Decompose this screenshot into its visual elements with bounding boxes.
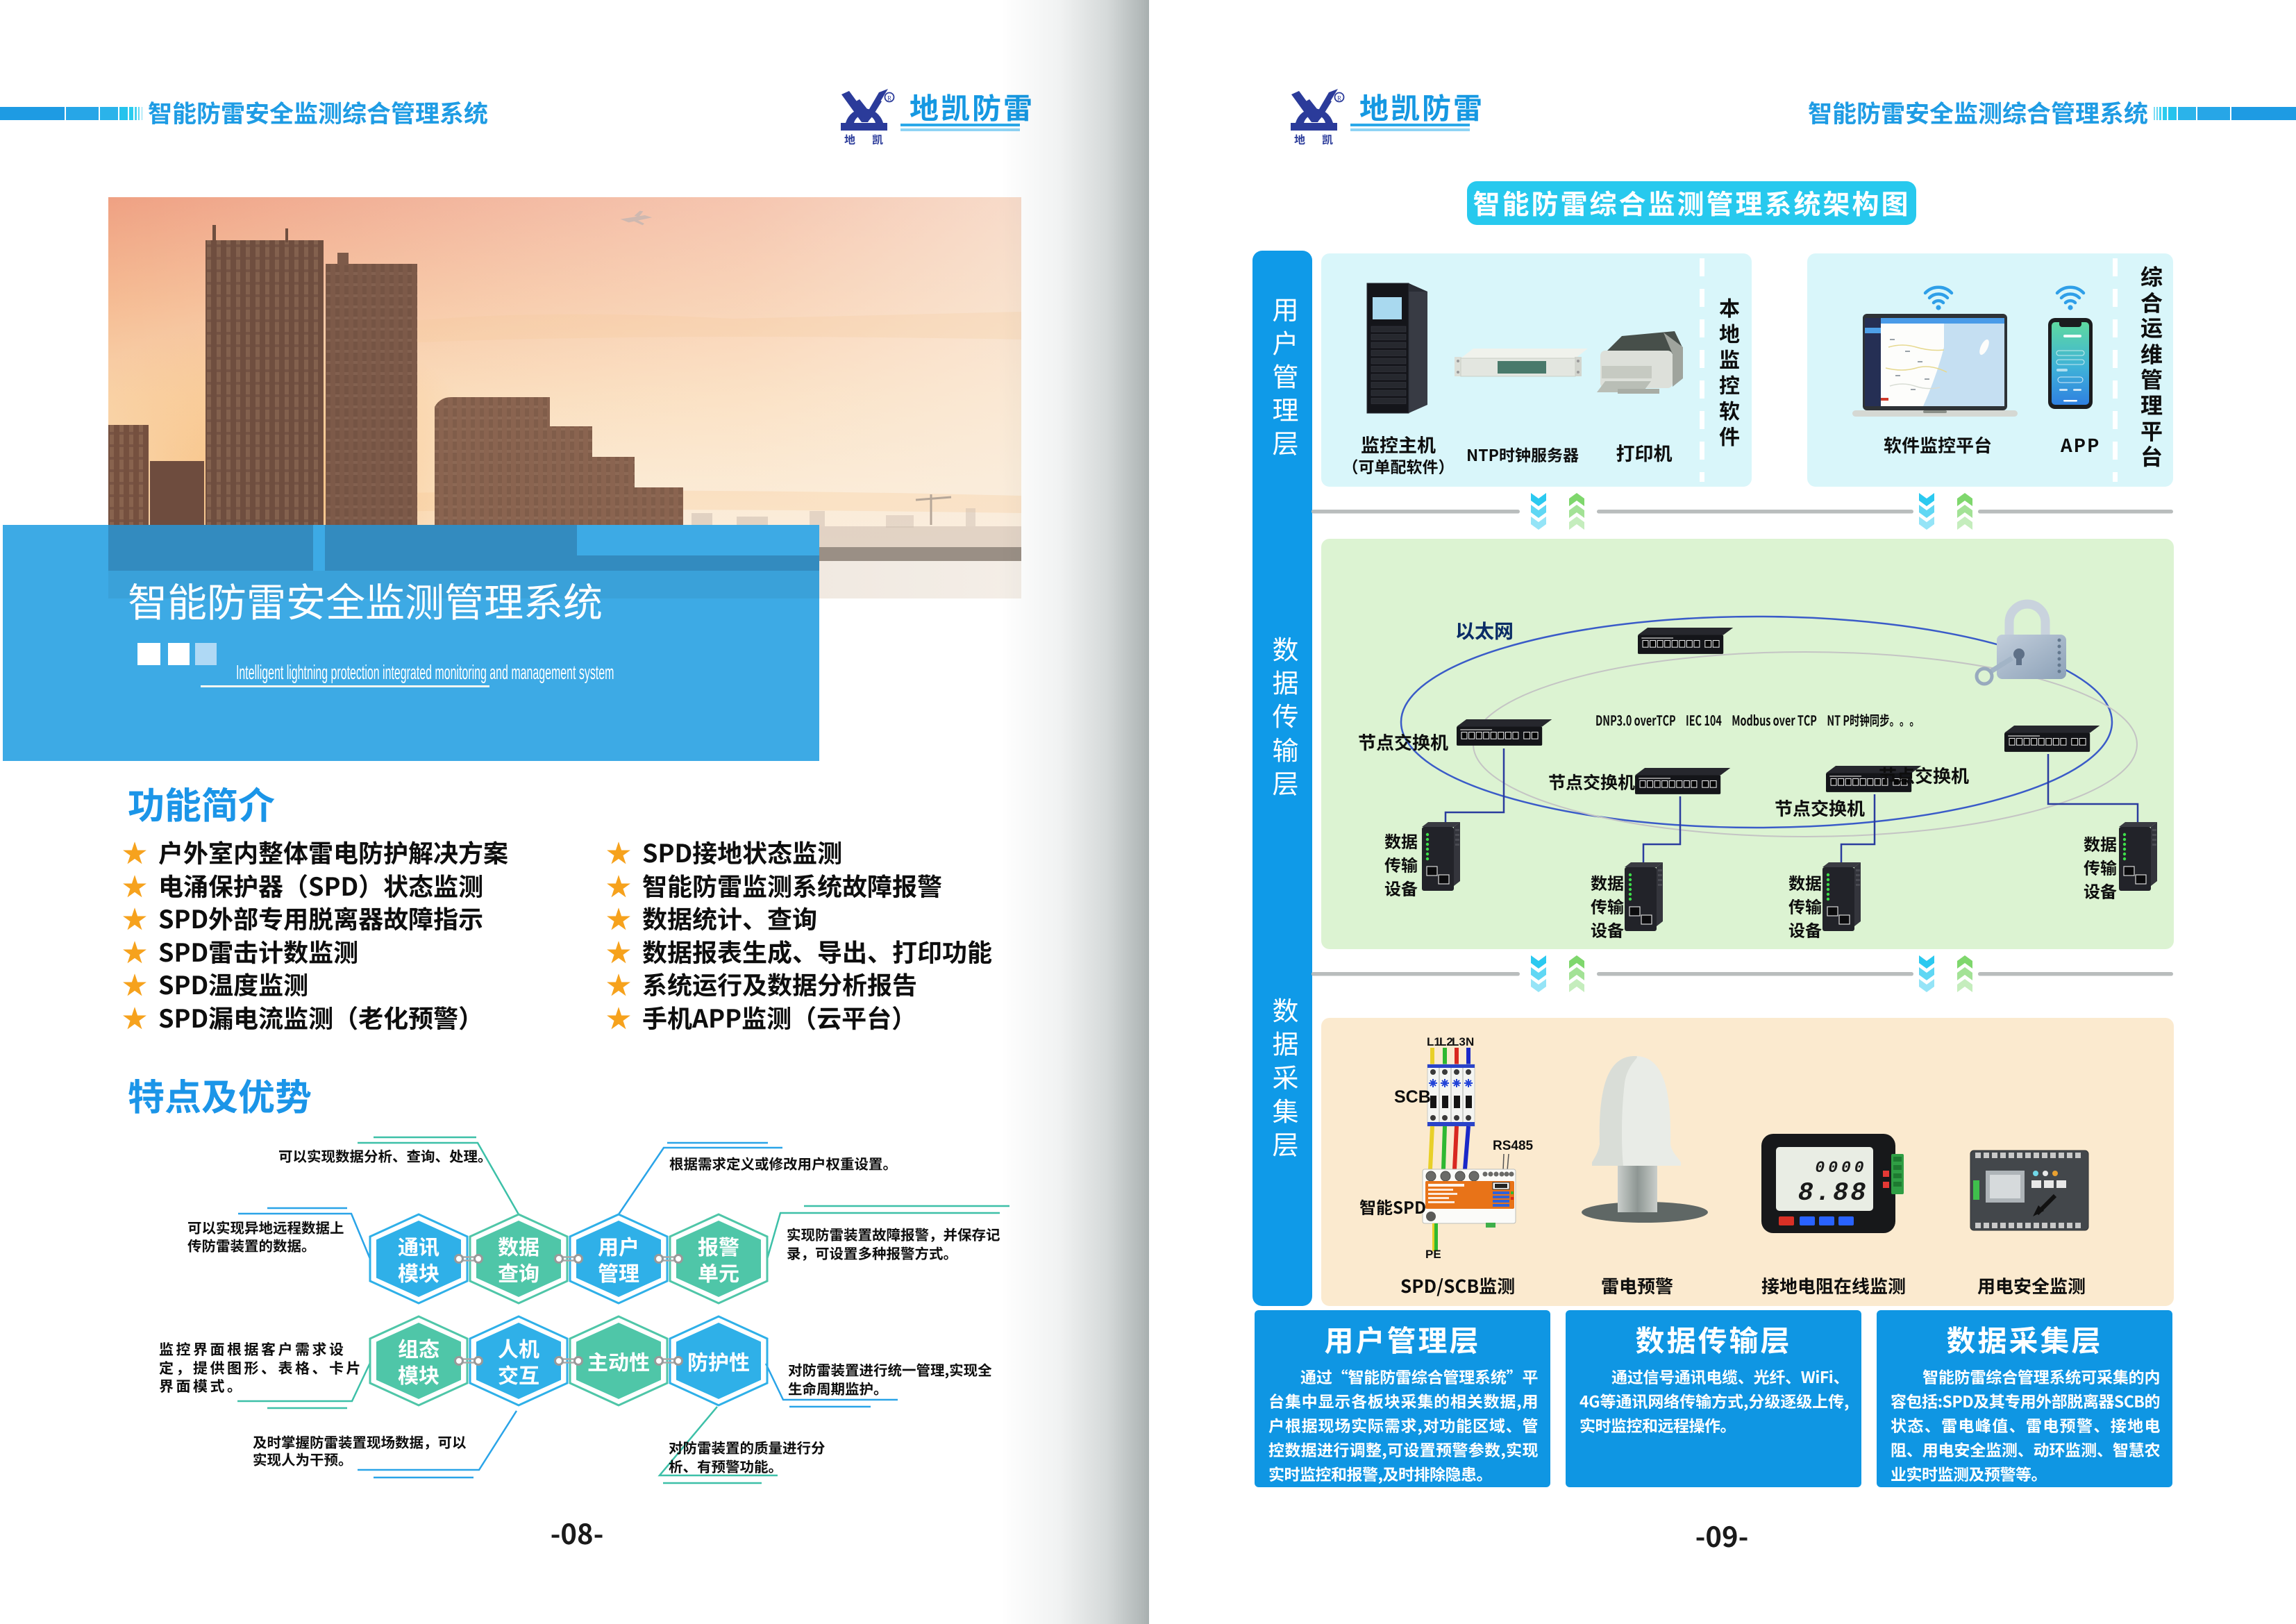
svg-text:R: R xyxy=(887,95,891,102)
svg-text:地凯: 地凯 xyxy=(844,131,900,147)
